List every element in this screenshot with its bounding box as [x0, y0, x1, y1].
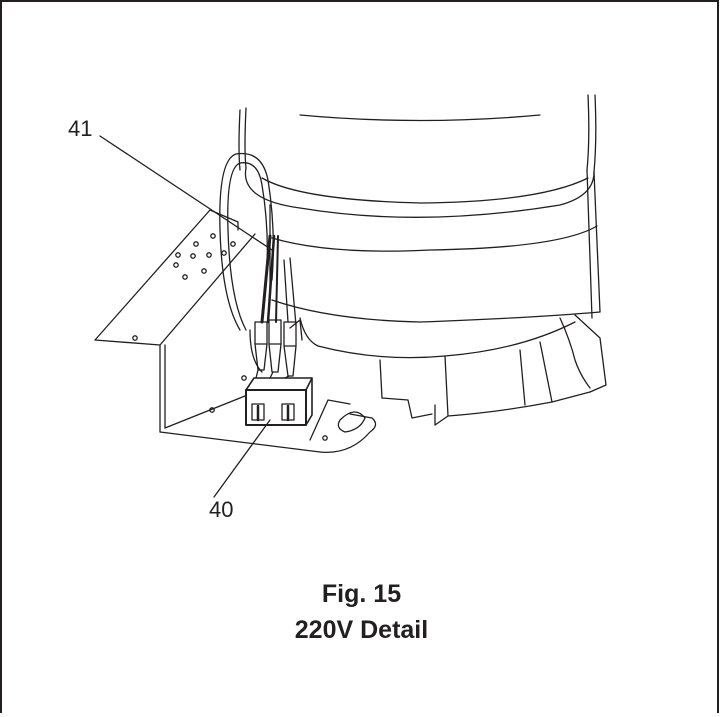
leader-line-41	[99, 135, 273, 251]
callout-40: 40	[209, 497, 234, 522]
leader-line-40	[213, 419, 271, 498]
figure-title: 220V Detail	[294, 616, 429, 644]
compressor-shell	[238, 94, 607, 426]
figure-number: Fig. 15	[321, 580, 402, 608]
wire-harness	[219, 152, 303, 377]
terminal-block	[245, 369, 313, 426]
mounting-bracket	[94, 209, 377, 453]
callout-41: 41	[68, 116, 93, 141]
